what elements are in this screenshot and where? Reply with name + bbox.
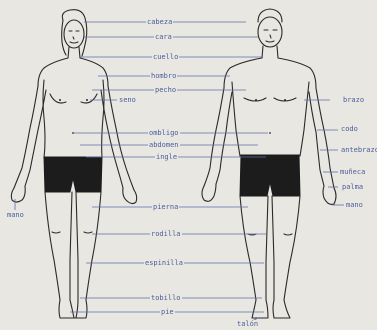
label-talon: talón [236,320,259,328]
label-antebrazo: antebrazo [340,146,377,154]
label-codo: codo [340,125,359,133]
label-pecho: pecho [154,86,177,94]
label-espinilla: espinilla [144,259,184,267]
label-tobillo: tobillo [150,294,182,302]
label-cabeza: cabeza [146,18,173,26]
label-brazo: brazo [342,96,365,104]
label-abdomen: abdomen [148,141,180,149]
label-pie: pie [160,308,175,316]
label-hombro: hombro [150,72,177,80]
label-cuello: cuello [152,53,179,61]
label-muneca: muñeca [339,168,366,176]
label-seno: seno [118,96,137,104]
label-cara: cara [154,33,173,41]
label-mano-right: mano [345,201,364,209]
label-palma: palma [341,183,364,191]
label-mano-left: mano [6,211,25,219]
label-ombligo: ombligo [148,129,180,137]
label-ingle: ingle [155,153,178,161]
male-figure [202,9,336,318]
female-figure [11,10,136,318]
label-rodilla: rodilla [150,230,182,238]
label-pierna: pierna [152,203,179,211]
